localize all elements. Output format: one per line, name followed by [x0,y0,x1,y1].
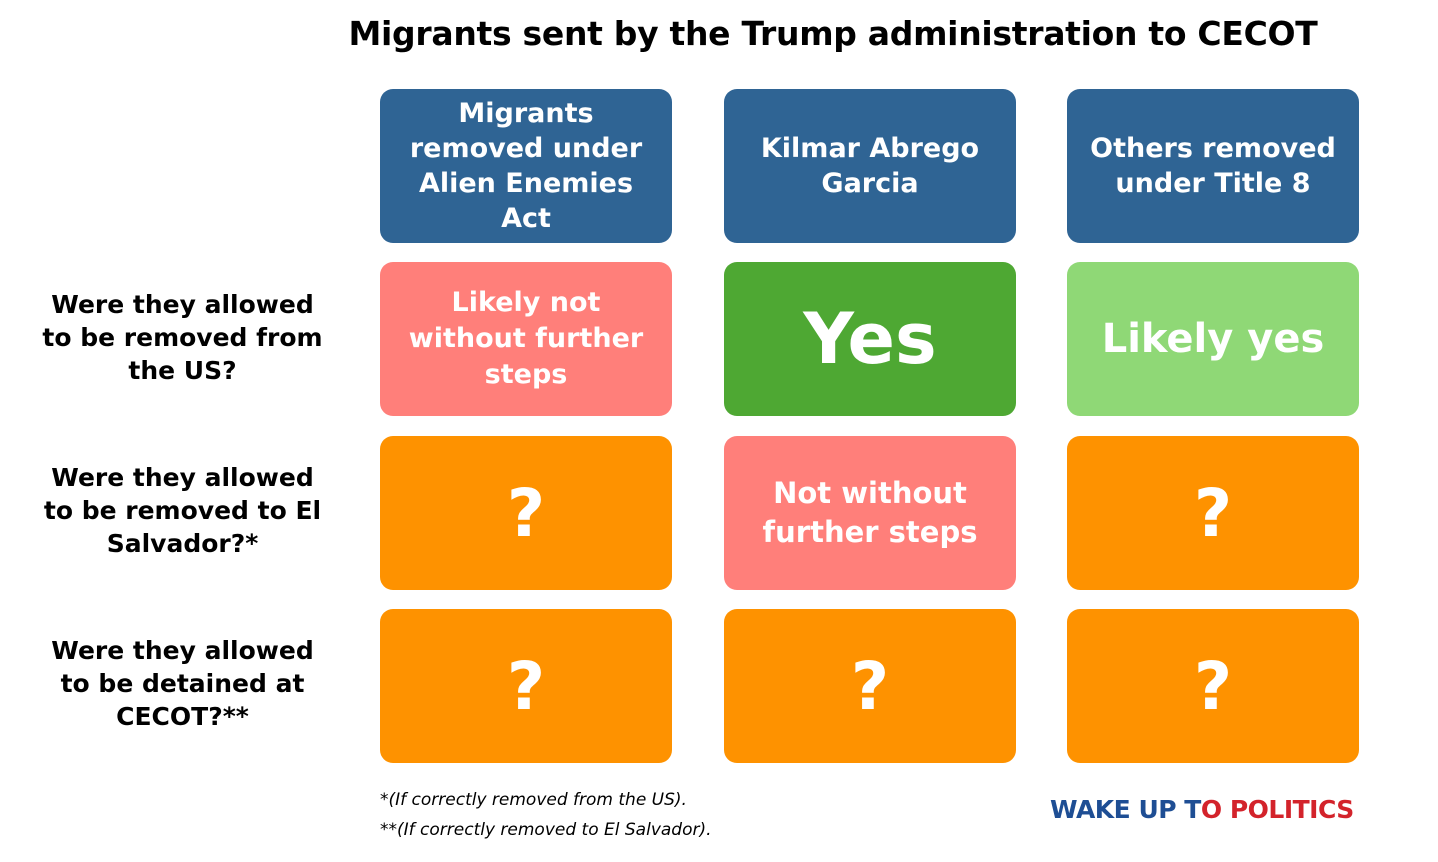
footnote-removed-to-el-salvador: **(If correctly removed to El Salvador). [380,820,712,840]
chart-title: Migrants sent by the Trump administratio… [348,14,1318,53]
column-header-alien-enemies-act: Migrants removed under Alien Enemies Act [380,89,672,243]
cell-removed-from-us-title-8: Likely yes [1067,262,1359,416]
clock-o-icon: O [1200,795,1222,824]
row-label-detained-at-cecot: Were they allowed to be detained at CECO… [51,636,314,731]
column-header-title-8: Others removed under Title 8 [1067,89,1359,243]
cell-removed-to-el-salvador-alien-enemies: ? [380,436,672,590]
cell-detained-cecot-abrego-garcia: ? [724,609,1016,763]
cell-removed-from-us-alien-enemies: Likely not without further steps [380,262,672,416]
wake-up-to-politics-logo: WAKE UP TO POLITICS [1050,795,1354,824]
cell-removed-to-el-salvador-abrego-garcia: Not without further steps [724,436,1016,590]
cell-removed-to-el-salvador-title-8: ? [1067,436,1359,590]
cell-removed-from-us-abrego-garcia: Yes [724,262,1016,416]
footnote-removed-from-us: *(If correctly removed from the US). [380,790,687,810]
cell-detained-cecot-alien-enemies: ? [380,609,672,763]
cell-detained-cecot-title-8: ? [1067,609,1359,763]
row-label-removed-to-el-salvador: Were they allowed to be removed to El Sa… [43,463,322,558]
column-header-kilmar-abrego-garcia: Kilmar Abrego Garcia [724,89,1016,243]
row-label-removed-from-us: Were they allowed to be removed from the… [42,290,323,385]
